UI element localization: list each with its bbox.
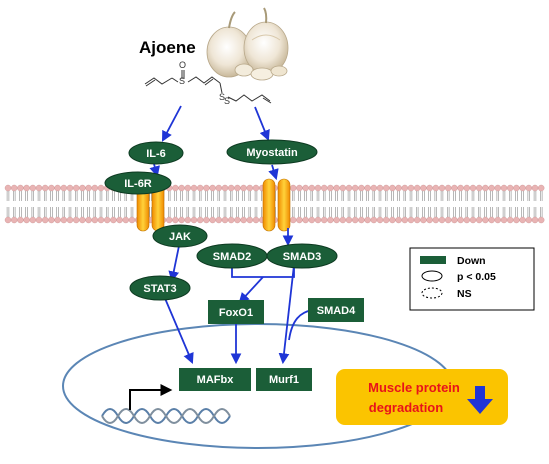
legend-ns-swatch <box>421 287 443 299</box>
node-foxo1: FoxO1 <box>208 300 264 324</box>
down-arrow-icon <box>467 386 493 414</box>
node-il6r-label: IL-6R <box>124 178 152 190</box>
node-stat3: STAT3 <box>129 275 191 301</box>
myostatin-receptor <box>262 178 291 232</box>
node-smad2: SMAD2 <box>196 243 268 269</box>
oxygen-atom: O <box>179 60 186 70</box>
node-il6r: IL-6R <box>104 171 172 195</box>
node-foxo1-label: FoxO1 <box>219 307 253 319</box>
legend: Down p < 0.05 NS <box>409 247 535 311</box>
transcription-arrow-icon <box>129 384 173 410</box>
node-il6-label: IL-6 <box>146 148 166 160</box>
node-smad3: SMAD3 <box>266 243 338 269</box>
node-jak-label: JAK <box>169 231 191 243</box>
node-smad2-label: SMAD2 <box>213 251 252 263</box>
node-mafbx: MAFbx <box>179 368 251 391</box>
node-murf1: Murf1 <box>256 368 312 391</box>
node-smad4-label: SMAD4 <box>317 305 356 317</box>
legend-significant-label: p < 0.05 <box>457 271 496 283</box>
node-mafbx-label: MAFbx <box>197 374 235 386</box>
node-murf1-label: Murf1 <box>269 374 299 386</box>
signal-arrows <box>149 105 314 365</box>
outcome-box: Muscle protein degradation <box>336 369 508 425</box>
outcome-line2: degradation <box>369 400 443 415</box>
ajoene-structure <box>144 70 272 104</box>
node-smad4: SMAD4 <box>308 298 364 322</box>
node-stat3-label: STAT3 <box>143 283 176 295</box>
legend-down-swatch <box>420 256 446 264</box>
node-il6: IL-6 <box>128 141 184 165</box>
outcome-line1: Muscle protein <box>368 380 460 395</box>
sulfur-atom-1: S <box>179 76 185 86</box>
node-jak: JAK <box>152 224 208 248</box>
sulfur-atom-2: S <box>219 92 225 102</box>
dna-helix-icon <box>101 408 231 424</box>
legend-down-label: Down <box>457 255 486 267</box>
legend-significant-swatch <box>421 270 443 282</box>
sulfur-atom-3: S <box>224 96 230 106</box>
garlic-image <box>206 7 289 81</box>
node-myostatin: Myostatin <box>226 139 318 165</box>
node-myostatin-label: Myostatin <box>246 147 298 159</box>
legend-ns-label: NS <box>457 288 472 300</box>
node-smad3-label: SMAD3 <box>283 251 322 263</box>
compound-title: Ajoene <box>139 38 196 57</box>
